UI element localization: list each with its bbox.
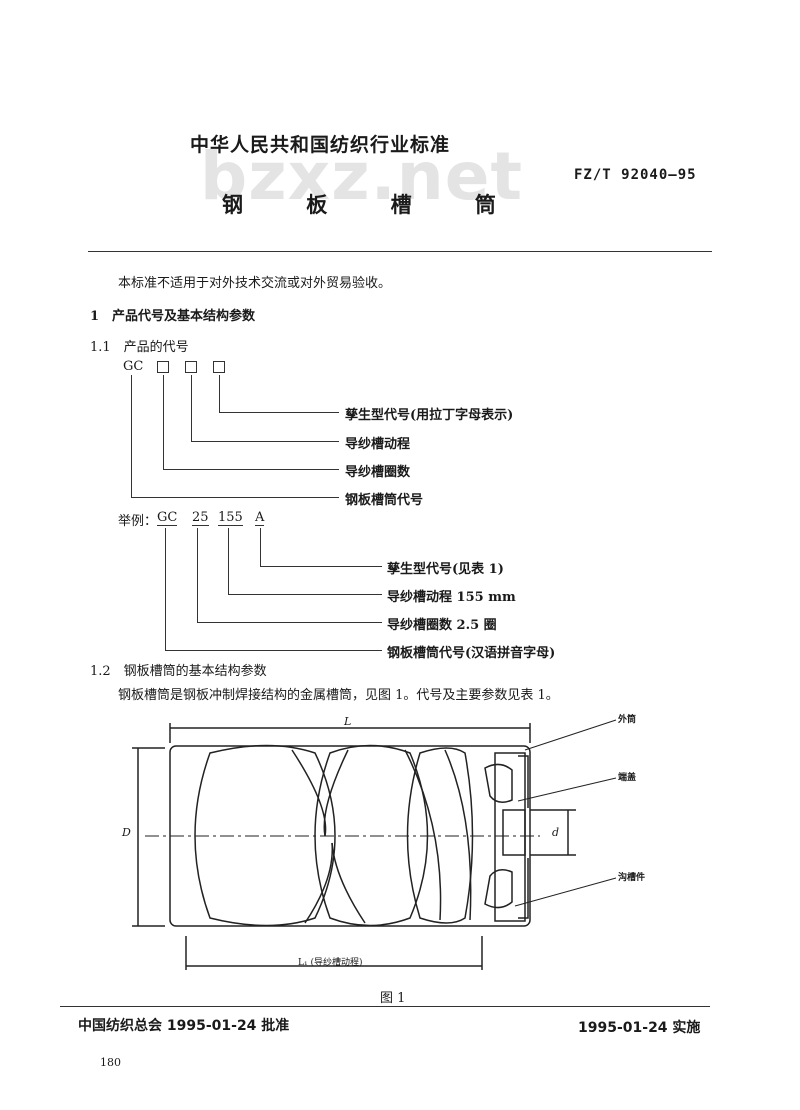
leader-line bbox=[165, 650, 382, 651]
page-number: 180 bbox=[100, 1056, 121, 1069]
code-label-stroke: 导纱槽动程 bbox=[345, 437, 411, 452]
section-1-2-heading: 1.2 钢板槽筒的基本结构参数 bbox=[90, 664, 267, 679]
implementation-info: 1995-01-24 实施 bbox=[578, 1020, 701, 1036]
footer-divider bbox=[60, 1006, 710, 1007]
leader-line bbox=[131, 375, 132, 497]
example-label: 举例： bbox=[118, 514, 158, 529]
code-prefix: GC bbox=[123, 359, 144, 374]
code-box-1 bbox=[157, 361, 169, 373]
example-part-derivative: A bbox=[255, 510, 265, 526]
section-1-heading: 1 产品代号及基本结构参数 bbox=[90, 309, 256, 324]
leader-line bbox=[165, 528, 166, 650]
example-part-turns: 25 bbox=[192, 510, 209, 526]
callout-end-cap: 端盖 bbox=[618, 773, 637, 783]
example-label-stroke: 导纱槽动程 155 mm bbox=[387, 590, 516, 605]
dimension-L1-label: L₁ (导纱槽动程) bbox=[298, 958, 363, 968]
leader-line bbox=[228, 528, 229, 594]
scope-note: 本标准不适用于对外技术交流或对外贸易验收。 bbox=[118, 276, 392, 291]
example-part-gc: GC bbox=[157, 510, 178, 526]
header-divider bbox=[88, 251, 712, 252]
section-1-1-heading: 1.1 产品的代号 bbox=[90, 340, 189, 355]
leader-line bbox=[219, 375, 220, 412]
leader-line bbox=[191, 375, 192, 441]
code-box-2 bbox=[185, 361, 197, 373]
example-label-derivative: 孳生型代号(见表 1) bbox=[387, 562, 504, 577]
example-part-stroke: 155 bbox=[218, 510, 243, 526]
leader-line bbox=[260, 528, 261, 566]
callout-groove-part: 沟槽件 bbox=[618, 873, 646, 883]
figure-caption: 图 1 bbox=[380, 991, 406, 1006]
example-label-product: 钢板槽筒代号(汉语拼音字母) bbox=[387, 646, 556, 661]
leader-line bbox=[197, 622, 382, 623]
leader-line bbox=[131, 497, 339, 498]
leader-line bbox=[219, 412, 339, 413]
watermark-text: bzxz.net bbox=[200, 138, 524, 215]
code-label-derivative: 孳生型代号(用拉丁字母表示) bbox=[345, 408, 514, 423]
leader-line bbox=[197, 528, 198, 622]
leader-line bbox=[163, 469, 339, 470]
dimension-L-label: L bbox=[344, 715, 352, 728]
example-label-turns: 导纱槽圈数 2.5 圈 bbox=[387, 618, 497, 633]
leader-line bbox=[163, 375, 164, 469]
standard-code: FZ/T 92040—95 bbox=[574, 167, 697, 183]
leader-line bbox=[191, 441, 339, 442]
code-label-product: 钢板槽筒代号 bbox=[345, 493, 424, 508]
dimension-d-label: d bbox=[552, 826, 560, 839]
callout-outer-shell: 外筒 bbox=[618, 715, 637, 725]
leader-line bbox=[228, 594, 382, 595]
code-label-turns: 导纱槽圈数 bbox=[345, 465, 411, 480]
code-box-3 bbox=[213, 361, 225, 373]
dimension-D-label: D bbox=[122, 826, 131, 839]
organization-title: 中华人民共和国纺织行业标准 bbox=[190, 134, 451, 156]
document-title: 钢 板 槽 筒 bbox=[222, 192, 524, 217]
approval-info: 中国纺织总会 1995-01-24 批准 bbox=[78, 1018, 290, 1034]
figure-1-drum-drawing bbox=[132, 719, 617, 970]
leader-line bbox=[260, 566, 382, 567]
section-1-2-text: 钢板槽筒是钢板冲制焊接结构的金属槽筒，见图 1。代号及主要参数见表 1。 bbox=[118, 688, 559, 703]
